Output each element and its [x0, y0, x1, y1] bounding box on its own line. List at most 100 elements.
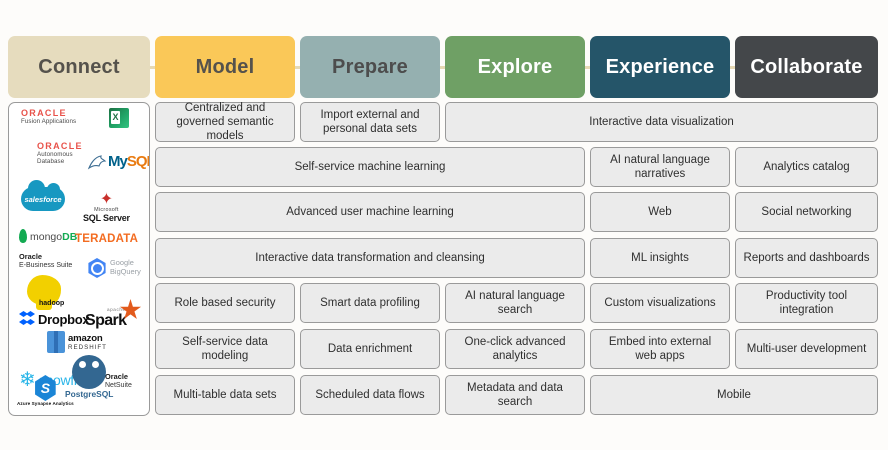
oracle-autonomous-database-logo: ORACLE Autonomous Database — [37, 141, 83, 166]
postgresql-wordmark: PostgreSQL — [65, 389, 114, 399]
phase-label-experience: Experience — [605, 55, 715, 78]
connectors-panel: ORACLE Fusion Applications ORACLE Autono… — [8, 102, 150, 416]
microsoft-sql-server-logo: ✦ Microsoft SQL Server — [83, 191, 130, 224]
phase-connector-3 — [438, 66, 448, 69]
cell-metadata-and-data-search[interactable]: Metadata and data search — [445, 375, 585, 415]
cell-advanced-user-machine-learning[interactable]: Advanced user machine learning — [155, 192, 585, 232]
excel-icon — [109, 108, 129, 128]
salesforce-cloud-icon: salesforce — [21, 180, 65, 211]
azure-synapse-analytics-logo: S Azure Synapse Analytics — [17, 375, 74, 406]
phase-header-explore[interactable]: Explore — [445, 36, 585, 98]
google-label: Google — [110, 258, 134, 268]
phase-connector-1 — [148, 66, 158, 69]
cell-ai-natural-language-search[interactable]: AI natural language search — [445, 283, 585, 323]
cell-custom-visualizations[interactable]: Custom visualizations — [590, 283, 730, 323]
cell-one-click-advanced-analytics[interactable]: One-click advanced analytics — [445, 329, 585, 369]
oracle-label-2: Oracle — [105, 372, 129, 381]
oracle-wordmark: ORACLE — [21, 108, 67, 118]
amazon-redshift-logo: amazon REDSHIFT — [47, 331, 107, 353]
hadoop-wordmark: hadoop — [39, 300, 65, 307]
phase-label-explore: Explore — [477, 55, 553, 78]
mysql-logo: MySQL — [87, 153, 149, 170]
amazon-label: amazon — [68, 333, 103, 344]
oracle-e-business-suite-logo: Oracle E-Business Suite — [19, 252, 73, 270]
cell-label: Social networking — [761, 206, 852, 218]
microsoft-label: Microsoft — [94, 207, 119, 213]
e-business-suite-label: E-Business Suite — [19, 261, 73, 269]
cell-scheduled-data-flows[interactable]: Scheduled data flows — [300, 375, 440, 415]
phase-header-model[interactable]: Model — [155, 36, 295, 98]
cell-label: Scheduled data flows — [315, 389, 425, 401]
redshift-label: REDSHIFT — [68, 344, 107, 351]
oracle-wordmark-2: ORACLE — [37, 141, 83, 151]
cell-label: AI natural language narratives — [610, 154, 710, 180]
azure-synapse-wordmark: Azure Synapse Analytics — [17, 401, 74, 406]
sql-server-wordmark: SQL Server — [83, 213, 130, 223]
phase-label-collaborate: Collaborate — [750, 55, 863, 78]
cell-web[interactable]: Web — [590, 192, 730, 232]
phase-header-connect[interactable]: Connect — [8, 36, 150, 98]
cell-label: Interactive data transformation and clea… — [255, 252, 485, 264]
azure-synapse-hexagon-icon: S — [35, 375, 56, 401]
cell-analytics-catalog[interactable]: Analytics catalog — [735, 147, 878, 187]
cell-mobile[interactable]: Mobile — [590, 375, 878, 415]
mysql-dolphin-icon — [87, 155, 107, 170]
phase-connector-4 — [583, 66, 593, 69]
cell-ai-natural-language-narratives[interactable]: AI natural language narratives — [590, 147, 730, 187]
dropbox-logo: Dropbox — [19, 311, 90, 327]
cell-label: ML insights — [631, 252, 689, 264]
bigquery-hexagon-icon — [88, 258, 106, 278]
oracle-netsuite-logo: Oracle NetSuite — [105, 372, 132, 390]
phase-connector-5 — [728, 66, 738, 69]
cell-role-based-security[interactable]: Role based security — [155, 283, 295, 323]
cell-label: Multi-user development — [746, 343, 867, 355]
cell-self-service-data-modeling[interactable]: Self-service data modeling — [155, 329, 295, 369]
cell-import-external-and-personal-data-sets[interactable]: Import external and personal data sets — [300, 102, 440, 142]
cell-label: Smart data profiling — [320, 297, 420, 309]
cell-multi-user-development[interactable]: Multi-user development — [735, 329, 878, 369]
oracle-label: Oracle — [19, 252, 43, 261]
cell-productivity-tool-integration[interactable]: Productivity tool integration — [735, 283, 878, 323]
cell-social-networking[interactable]: Social networking — [735, 192, 878, 232]
snowflake-icon: ❄ — [19, 369, 36, 391]
cell-data-enrichment[interactable]: Data enrichment — [300, 329, 440, 369]
cell-label: Advanced user machine learning — [286, 206, 454, 218]
apache-hadoop-logo: hadoop — [27, 275, 65, 310]
cell-label: One-click advanced analytics — [464, 336, 566, 362]
spark-wordmark: Spark — [85, 312, 127, 329]
hadoop-elephant-icon: hadoop — [27, 275, 65, 310]
cell-label: Reports and dashboards — [743, 252, 870, 264]
apache-label: apache — [107, 307, 126, 312]
mysql-wordmark: MySQL — [108, 153, 149, 170]
cell-multi-table-data-sets[interactable]: Multi-table data sets — [155, 375, 295, 415]
postgresql-logo: PostgreSQL — [65, 355, 113, 399]
oracle-fusion-applications-label: Fusion Applications — [21, 118, 77, 125]
phase-header-experience[interactable]: Experience — [590, 36, 730, 98]
cell-reports-and-dashboards[interactable]: Reports and dashboards — [735, 238, 878, 278]
cell-label: Self-service machine learning — [294, 161, 446, 173]
sql-server-mark-icon: ✦ — [99, 191, 114, 208]
phase-label-model: Model — [195, 55, 255, 78]
cell-label: Productivity tool integration — [765, 290, 848, 316]
phase-label-prepare: Prepare — [332, 55, 408, 78]
phase-connector-2 — [293, 66, 303, 69]
phase-header-collaborate[interactable]: Collaborate — [735, 36, 878, 98]
spark-lockup: apache Spark — [85, 299, 142, 330]
cell-self-service-machine-learning[interactable]: Self-service machine learning — [155, 147, 585, 187]
cell-label: Interactive data visualization — [589, 116, 734, 128]
cell-embed-into-external-web-apps[interactable]: Embed into external web apps — [590, 329, 730, 369]
cell-interactive-data-visualization[interactable]: Interactive data visualization — [445, 102, 878, 142]
synapse-lockup: S Azure Synapse Analytics — [17, 375, 74, 406]
cell-centralized-and-governed-semantic-models[interactable]: Centralized and governed semantic models — [155, 102, 295, 142]
dropbox-lockup: Dropbox — [19, 311, 90, 327]
salesforce-wordmark: salesforce — [24, 194, 62, 204]
cell-label: Metadata and data search — [467, 382, 563, 408]
postgresql-lockup: PostgreSQL — [65, 355, 113, 399]
phase-label-connect: Connect — [38, 55, 120, 78]
cell-interactive-data-transformation-and-cleansing[interactable]: Interactive data transformation and clea… — [155, 238, 585, 278]
cell-label: Role based security — [174, 297, 276, 309]
cell-smart-data-profiling[interactable]: Smart data profiling — [300, 283, 440, 323]
phase-header-prepare[interactable]: Prepare — [300, 36, 440, 98]
cell-ml-insights[interactable]: ML insights — [590, 238, 730, 278]
